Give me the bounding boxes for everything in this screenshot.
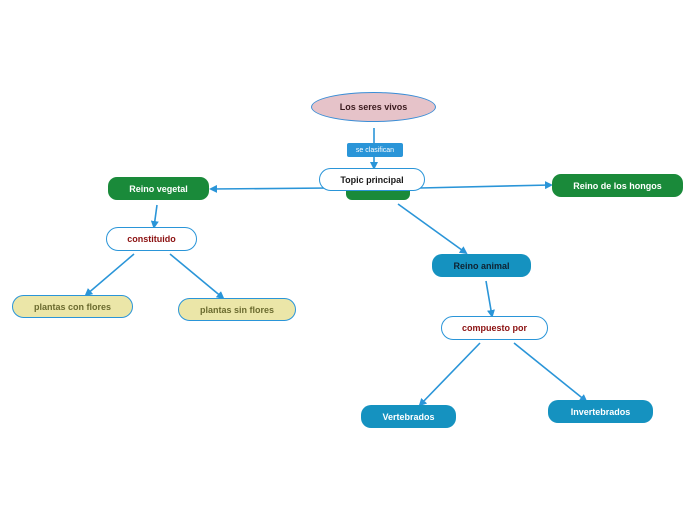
link-compuesto-invertebrados xyxy=(513,342,588,403)
link-topic-hongos xyxy=(419,181,553,190)
link-animal-compuesto xyxy=(485,280,495,318)
constituido-label: constituido xyxy=(127,234,176,244)
vertebrados-label: Vertebrados xyxy=(382,411,435,422)
link-topic-animal xyxy=(397,203,468,255)
reino-hongos-label: Reino de los hongos xyxy=(573,180,662,191)
compuesto-por-node[interactable]: compuesto por xyxy=(441,316,548,340)
link-topic-vegetal xyxy=(209,184,331,193)
topic-node[interactable]: Topic principal xyxy=(319,168,425,191)
plantas-sin-flores-label: plantas sin flores xyxy=(199,304,275,315)
reino-vegetal-label: Reino vegetal xyxy=(129,183,188,194)
root-node-label: Los seres vivos xyxy=(339,102,408,112)
compuesto-por-label: compuesto por xyxy=(461,323,527,333)
link-constituido-sinflores xyxy=(169,253,225,300)
link-vegetal-constituido xyxy=(150,204,159,229)
reino-animal-node[interactable]: Reino animal xyxy=(432,254,531,277)
link-compuesto-vertebrados xyxy=(418,342,481,407)
relation-label-text: se clasifican xyxy=(355,146,395,154)
reino-hongos-node[interactable]: Reino de los hongos xyxy=(552,174,683,197)
link-constituido-conflores xyxy=(84,253,135,297)
root-node[interactable]: Los seres vivos xyxy=(311,92,436,122)
plantas-con-flores-node[interactable]: plantas con flores xyxy=(12,295,133,318)
plantas-con-flores-label: plantas con flores xyxy=(33,301,112,312)
reino-vegetal-node[interactable]: Reino vegetal xyxy=(108,177,209,200)
invertebrados-label: Invertebrados xyxy=(570,406,631,417)
reino-animal-label: Reino animal xyxy=(453,260,510,271)
relation-label[interactable]: se clasifican xyxy=(347,143,403,157)
constituido-node[interactable]: constituido xyxy=(106,227,197,251)
invertebrados-node[interactable]: Invertebrados xyxy=(548,400,653,423)
vertebrados-node[interactable]: Vertebrados xyxy=(361,405,456,428)
plantas-sin-flores-node[interactable]: plantas sin flores xyxy=(178,298,296,321)
topic-node-label: Topic principal xyxy=(340,174,404,185)
